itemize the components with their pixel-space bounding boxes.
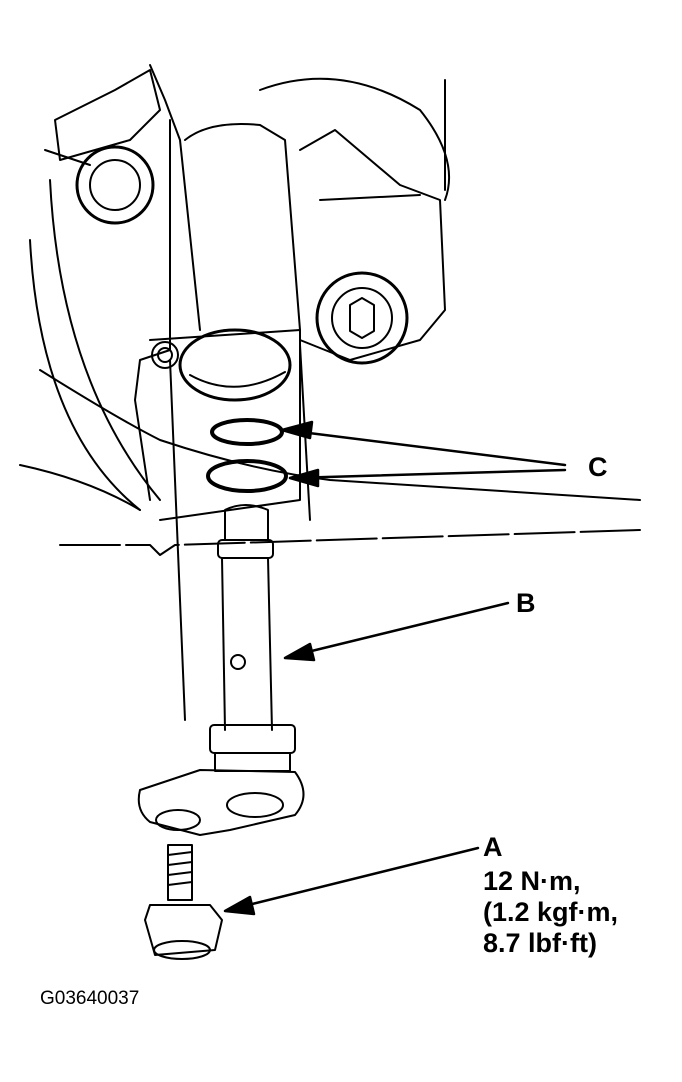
arrow-a <box>226 846 480 912</box>
label-b: B <box>516 588 536 618</box>
bracket <box>137 769 305 836</box>
torque-line-1: 12 N·m, <box>483 866 581 896</box>
arrow-c-lower <box>290 468 567 480</box>
housing <box>19 64 641 721</box>
o-ring-large <box>206 459 288 493</box>
torque-spec: 12 N·m, (1.2 kgf·m, 8.7 lbf·ft) <box>483 866 618 959</box>
torque-line-3: 8.7 lbf·ft) <box>483 928 597 958</box>
label-c: C <box>588 452 608 482</box>
leader-arrows <box>223 420 567 916</box>
torque-line-2: (1.2 kgf·m, <box>483 897 619 927</box>
figure-code: G03640037 <box>40 988 140 1009</box>
arrow-c-upper <box>283 428 567 467</box>
o-ring-small <box>210 418 284 446</box>
bolt-a <box>144 844 223 960</box>
arrow-b <box>285 601 510 659</box>
label-a: A <box>483 832 503 862</box>
valve-b <box>209 504 296 772</box>
